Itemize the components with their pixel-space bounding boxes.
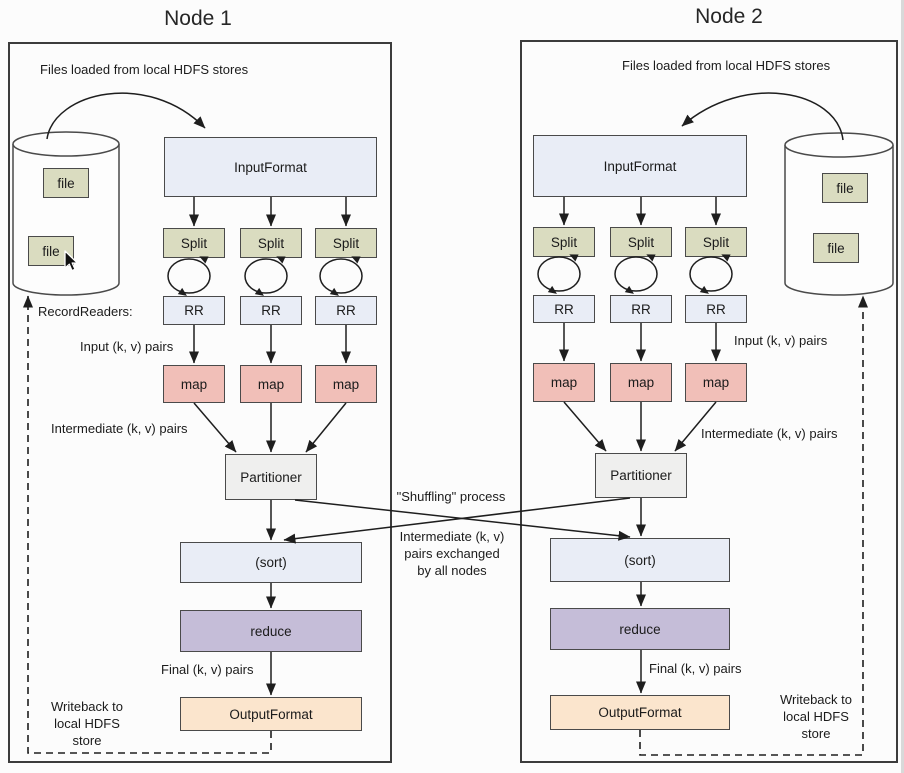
node2-intermediate-pairs-label: Intermediate (k, v) pairs: [701, 426, 838, 441]
node2-hdfs-cylinder-top: [784, 132, 894, 158]
node1-sort-box: (sort): [180, 542, 362, 583]
node1-load-curve-arrow: [46, 92, 206, 140]
node2-frame: [520, 40, 898, 763]
node1-split-box-1: Split: [163, 228, 225, 258]
node1-files-loaded-label: Files loaded from local HDFS stores: [40, 62, 249, 77]
node1-hdfs-cylinder-top: [12, 131, 120, 157]
node2-file-box-2: file: [813, 233, 859, 263]
node2-rr-box-1: RR: [533, 295, 595, 323]
node1-recordreader-loop-1: [167, 256, 211, 296]
node1-rr-box-2: RR: [240, 296, 302, 325]
node2-partitioner-box: Partitioner: [595, 453, 687, 498]
node2-map1-partitioner-arrow: [563, 401, 607, 452]
screen-edge-artifact: [901, 0, 904, 773]
node1-recordreader-loop-2: [244, 256, 288, 296]
node2-writeback-dashed-arrow: [639, 295, 868, 756]
node2-inputformat-box: InputFormat: [533, 135, 747, 197]
node1-recordreaders-label: RecordReaders:: [38, 304, 133, 319]
node1-map-box-1: map: [163, 365, 225, 403]
mouse-cursor: [64, 250, 79, 272]
node2-outputformat-box: OutputFormat: [550, 695, 730, 730]
node1-split-box-3: Split: [315, 228, 377, 258]
node1-map-box-3: map: [315, 365, 377, 403]
shuffle-node2-to-node1-arrow: [283, 497, 631, 544]
pairs-exchanged-label: Intermediate (k, v) pairs exchanged by a…: [399, 529, 505, 579]
node2-split-box-1: Split: [533, 227, 595, 257]
node1-writeback-dashed-arrow: [23, 295, 272, 754]
node2-final-pairs-label: Final (k, v) pairs: [649, 661, 742, 676]
node1-frame: [8, 42, 392, 763]
node1-rr-box-3: RR: [315, 296, 377, 325]
node2-split-box-3: Split: [685, 227, 747, 257]
node1-inputformat-box: InputFormat: [164, 137, 377, 197]
node1-recordreader-loop-3: [319, 256, 363, 296]
node1-rr-box-1: RR: [163, 296, 225, 325]
node1-final-pairs-label: Final (k, v) pairs: [161, 662, 254, 677]
node2-file-box-1: file: [822, 173, 868, 203]
node2-recordreader-loop-3: [689, 254, 733, 294]
node1-file-box-1: file: [43, 168, 89, 198]
node2-split-box-2: Split: [610, 227, 672, 257]
node1-partitioner-box: Partitioner: [225, 454, 317, 500]
node2-rr-box-2: RR: [610, 295, 672, 323]
node1-writeback-label: Writeback to local HDFS store: [50, 699, 123, 749]
node1-intermediate-pairs-label: Intermediate (k, v) pairs: [51, 421, 188, 436]
node1-map1-partitioner-arrow: [193, 402, 237, 453]
node2-recordreader-loop-2: [614, 254, 658, 294]
node1-reduce-box: reduce: [180, 610, 362, 652]
node2-files-loaded-label: Files loaded from local HDFS stores: [622, 58, 831, 73]
node2-sort-box: (sort): [550, 538, 730, 582]
node1-split-box-2: Split: [240, 228, 302, 258]
node2-map-box-3: map: [685, 363, 747, 402]
shuffling-process-label: "Shuffling" process: [396, 489, 506, 504]
node1-input-pairs-label: Input (k, v) pairs: [80, 339, 174, 354]
node2-reduce-box: reduce: [550, 608, 730, 650]
node2-map3-partitioner-arrow: [674, 401, 717, 452]
node2-input-pairs-label: Input (k, v) pairs: [734, 333, 828, 348]
node2-writeback-label: Writeback to local HDFS store: [779, 692, 852, 742]
node2-rr-box-3: RR: [685, 295, 747, 323]
node1-outputformat-box: OutputFormat: [180, 697, 362, 731]
node1-map3-partitioner-arrow: [305, 402, 347, 453]
node2-recordreader-loop-1: [537, 254, 581, 294]
node1-title: Node 1: [164, 7, 232, 30]
node2-load-curve-arrow: [681, 92, 844, 141]
node2-map-box-2: map: [610, 363, 672, 402]
node2-title: Node 2: [695, 5, 763, 28]
node2-map-box-1: map: [533, 363, 595, 402]
node1-map-box-2: map: [240, 365, 302, 403]
